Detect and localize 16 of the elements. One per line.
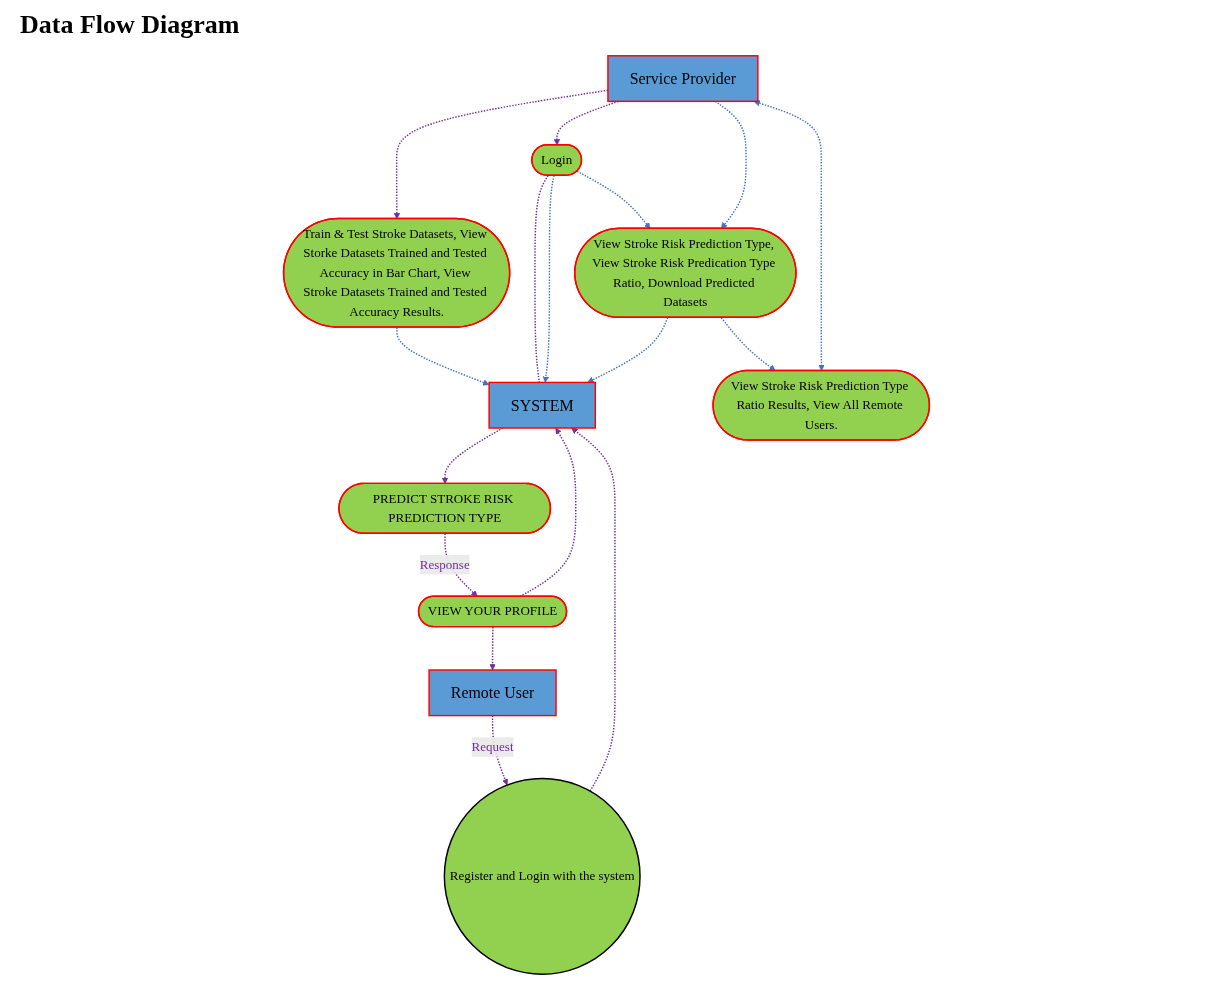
node-box: Remote User	[428, 669, 557, 717]
arrow	[720, 316, 776, 372]
arrow	[587, 316, 669, 383]
arrow	[553, 100, 619, 146]
edge-label: Request	[471, 739, 514, 754]
edge-label: Response	[419, 557, 470, 572]
arrow	[576, 170, 651, 229]
arrow	[519, 427, 577, 598]
arrow	[753, 100, 825, 372]
node-circle: Register and Login with the system	[443, 777, 641, 975]
node-box: SYSTEM	[488, 381, 597, 429]
node-box: Service Provider	[607, 55, 759, 103]
arrow	[714, 100, 747, 229]
arrow	[489, 626, 496, 671]
arrow	[571, 427, 616, 792]
diagram-title: Data Flow Diagram	[20, 10, 240, 40]
